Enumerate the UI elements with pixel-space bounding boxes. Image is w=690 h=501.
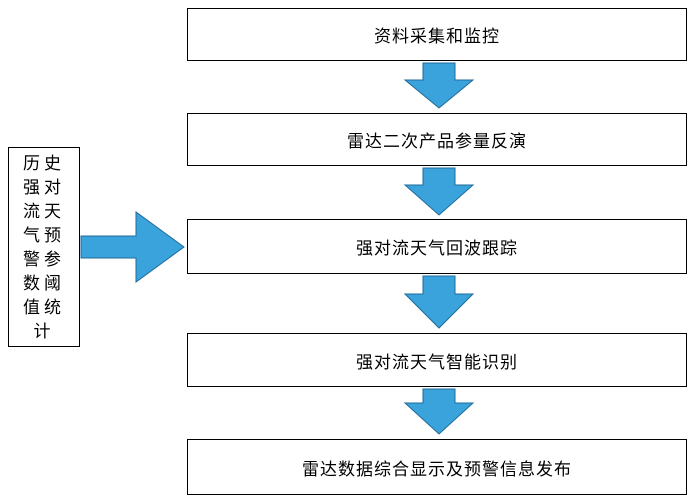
step-display-and-warning-box: 雷达数据综合显示及预警信息发布 (187, 439, 687, 495)
step-intelligent-identification-box: 强对流天气智能识别 (187, 333, 687, 387)
down-arrow-3 (403, 275, 475, 329)
right-arrow (80, 211, 185, 283)
step-intelligent-identification-label: 强对流天气智能识别 (356, 352, 518, 373)
step-data-collection-box: 资料采集和监控 (187, 8, 687, 61)
step-radar-product-inversion-label: 雷达二次产品参量反演 (347, 132, 527, 152)
down-arrow-4 (403, 388, 475, 435)
step-display-and-warning-label: 雷达数据综合显示及预警信息发布 (302, 459, 572, 480)
threshold-statistics-box: 历史强对流天气预警参数阈值统计 (8, 147, 80, 347)
down-arrow-1 (403, 62, 475, 109)
step-echo-tracking-label: 强对流天气回波跟踪 (356, 239, 518, 259)
step-radar-product-inversion-box: 雷达二次产品参量反演 (187, 113, 687, 166)
down-arrow-2 (403, 167, 475, 216)
step-data-collection-label: 资料采集和监控 (374, 27, 500, 47)
threshold-statistics-label: 历史强对流天气预警参数阈值统计 (23, 154, 65, 342)
step-echo-tracking-box: 强对流天气回波跟踪 (187, 219, 687, 274)
